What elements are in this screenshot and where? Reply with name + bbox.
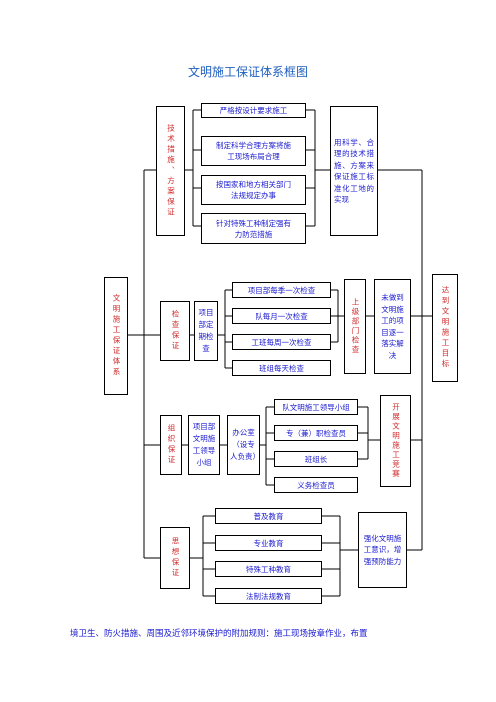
inspect-result-text: 未做到文明施工的项目逐一落实解决 [381,293,404,360]
org-mid-text: 项目部文明施工领导小组 [192,422,216,467]
tech-item-1: 严格按设计要求施工 [201,103,306,118]
group-inspect-box: 检查保证 [160,301,190,361]
root-box: 文明施工保证体系 [104,277,128,395]
group-tech-label: 技术措施、方案保证 [166,123,176,219]
group-org-label: 组织保证 [167,424,176,466]
footer-text: 境卫生、防火措施、周围及近邻环境保护的附加规则：施工现场按章作业，布置 [70,629,368,639]
group-thought-box: 思想保证 [160,527,190,589]
inspect-result-box: 未做到文明施工的项目逐一落实解决 [374,279,411,374]
org-mid-box: 项目部文明施工领导小组 [188,415,220,475]
org-item-3: 班组长 [274,451,358,467]
org-result-label: 开展文明施工竞赛 [391,403,401,479]
org-result-box: 开展文明施工竞赛 [380,395,411,487]
tech-result-text: 用科学、合理的技术措施、方案来保证施工标准化工地的实现 [334,137,374,205]
thought-item-2: 专业教育 [215,535,322,551]
thought-result-box: 强化文明施工意识，增强预防能力 [358,512,407,588]
inspect-item-3: 工班每周一次检查 [232,334,331,350]
thought-item-4: 法制法规教育 [215,588,322,604]
org-item-1: 队文明施工领导小组 [274,399,358,415]
org-office-box: 办公室（设专人负责） [227,415,260,475]
thought-item-1: 普及教育 [215,508,322,524]
tech-result-box: 用科学、合理的技术措施、方案来保证施工标准化工地的实现 [330,106,378,236]
inspect-item-2: 队每月一次检查 [232,308,331,324]
inspect-item-1: 项目部每季一次检查 [232,282,331,298]
inspect-side-box: 上级部门检查 [344,279,366,374]
inspect-mid-text: 项目部定期检查 [198,308,214,353]
group-thought-label: 思想保证 [171,537,180,579]
tech-item-4: 针对特殊工种制定强有力防范措施 [201,213,306,244]
tech-item-2: 制定科学合理方案将施工现场布局合理 [201,136,306,166]
goal-box: 达到文明施工目标 [432,274,458,382]
group-org-box: 组织保证 [160,415,182,475]
org-office-text: 办公室（设专人负责） [230,428,260,461]
group-inspect-label: 检查保证 [171,310,180,352]
tech-item-3: 按国家和地方相关部门法规规定办事 [201,175,306,205]
org-item-2: 专（兼）职检查员 [274,425,358,441]
goal-label: 达到文明施工目标 [441,286,450,370]
page-title: 文明施工保证体系框图 [187,65,308,79]
root-label: 文明施工保证体系 [112,294,121,378]
thought-item-3: 特殊工种教育 [215,561,322,577]
thought-result-text: 强化文明施工意识，增强预防能力 [363,533,402,566]
group-tech-box: 技术措施、方案保证 [156,106,185,236]
org-item-4: 义务检查员 [274,477,358,493]
inspect-mid-box: 项目部定期检查 [194,301,218,361]
inspect-item-4: 班组每天检查 [232,360,331,376]
inspect-side-label: 上级部门检查 [351,298,360,355]
